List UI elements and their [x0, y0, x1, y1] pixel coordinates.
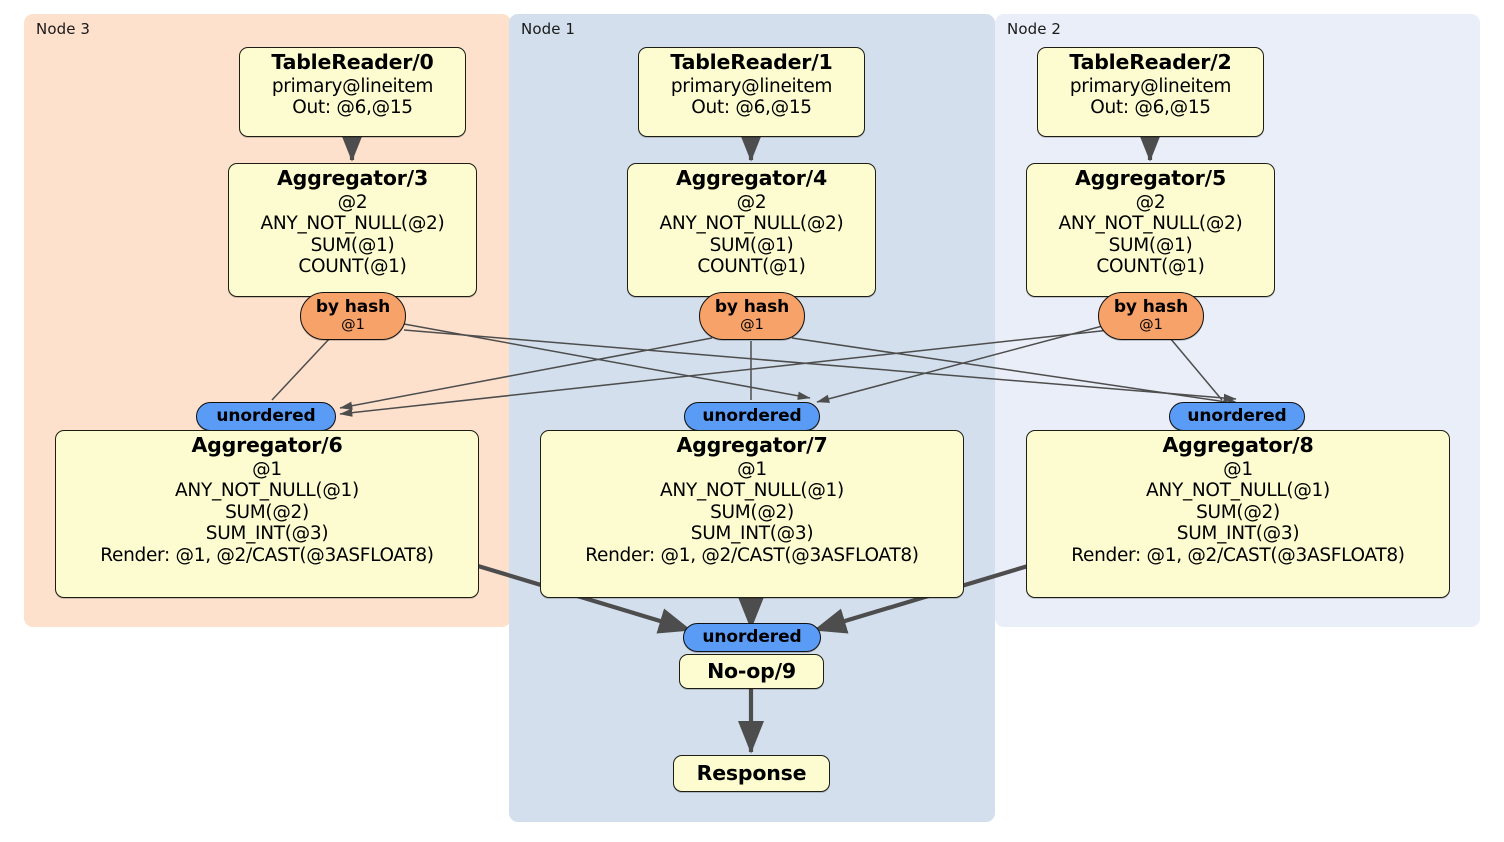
router-title: by hash — [714, 296, 790, 317]
processor-line: SUM(@2) — [710, 501, 794, 523]
processor-table-reader-2[interactable]: TableReader/2 primary@lineitem Out: @6,@… — [1037, 47, 1264, 137]
processor-title: Aggregator/6 — [191, 433, 343, 457]
processor-line: COUNT(@1) — [1096, 256, 1205, 278]
panel-node-2-label: Node 2 — [1007, 20, 1062, 38]
processor-line: SUM(@1) — [310, 234, 395, 256]
processor-aggregator-3[interactable]: Aggregator/3 @2 ANY_NOT_NULL(@2) SUM(@1)… — [228, 163, 477, 297]
processor-line: ANY_NOT_NULL(@2) — [659, 213, 844, 235]
processor-title: Aggregator/3 — [276, 166, 429, 190]
router-by-hash-4[interactable]: by hash @1 — [699, 292, 805, 340]
processor-table-reader-0[interactable]: TableReader/0 primary@lineitem Out: @6,@… — [239, 47, 466, 137]
stream-title: unordered — [702, 626, 802, 647]
processor-line: primary@lineitem — [1069, 75, 1232, 97]
stream-title: unordered — [702, 405, 802, 426]
processor-line: SUM_INT(@3) — [1176, 523, 1300, 545]
processor-line: ANY_NOT_NULL(@2) — [1058, 213, 1243, 235]
processor-line: ANY_NOT_NULL(@1) — [1146, 480, 1330, 502]
processor-aggregator-8[interactable]: Aggregator/8 @1 ANY_NOT_NULL(@1) SUM(@2)… — [1026, 430, 1450, 598]
processor-aggregator-4[interactable]: Aggregator/4 @2 ANY_NOT_NULL(@2) SUM(@1)… — [627, 163, 876, 297]
processor-title: TableReader/0 — [271, 50, 434, 74]
processor-line: primary@lineitem — [670, 75, 833, 97]
processor-line: COUNT(@1) — [697, 256, 806, 278]
processor-title: Response — [696, 760, 807, 785]
processor-line: primary@lineitem — [271, 75, 434, 97]
processor-title: TableReader/1 — [670, 50, 833, 74]
processor-aggregator-6[interactable]: Aggregator/6 @1 ANY_NOT_NULL(@1) SUM(@2)… — [55, 430, 479, 598]
processor-line: Out: @6,@15 — [1090, 97, 1211, 119]
processor-title: TableReader/2 — [1069, 50, 1232, 74]
processor-line: Render: @1, @2/CAST(@3ASFLOAT8) — [100, 544, 434, 566]
stream-unordered-right[interactable]: unordered — [1169, 402, 1305, 431]
processor-aggregator-7[interactable]: Aggregator/7 @1 ANY_NOT_NULL(@1) SUM(@2)… — [540, 430, 964, 598]
processor-line: @2 — [337, 191, 368, 213]
processor-response[interactable]: Response — [673, 755, 830, 792]
processor-line: @1 — [252, 458, 282, 480]
processor-line: SUM(@2) — [225, 501, 309, 523]
stream-unordered-final[interactable]: unordered — [683, 623, 821, 652]
processor-title: Aggregator/4 — [675, 166, 828, 190]
router-subtitle: @1 — [740, 316, 764, 333]
processor-line: ANY_NOT_NULL(@1) — [660, 480, 844, 502]
router-subtitle: @1 — [341, 316, 365, 333]
processor-title: Aggregator/5 — [1074, 166, 1227, 190]
panel-node-3-label: Node 3 — [36, 20, 91, 38]
processor-title: Aggregator/8 — [1162, 433, 1314, 457]
stream-unordered-left[interactable]: unordered — [196, 402, 336, 431]
processor-title: Aggregator/7 — [676, 433, 828, 457]
router-title: by hash — [315, 296, 391, 317]
processor-table-reader-1[interactable]: TableReader/1 primary@lineitem Out: @6,@… — [638, 47, 865, 137]
processor-line: ANY_NOT_NULL(@1) — [175, 480, 359, 502]
stream-unordered-mid[interactable]: unordered — [684, 402, 820, 431]
processor-line: SUM(@1) — [709, 234, 794, 256]
processor-line: @2 — [1135, 191, 1166, 213]
stream-title: unordered — [1187, 405, 1287, 426]
processor-aggregator-5[interactable]: Aggregator/5 @2 ANY_NOT_NULL(@2) SUM(@1)… — [1026, 163, 1275, 297]
processor-line: @1 — [737, 458, 767, 480]
processor-title: No-op/9 — [707, 658, 796, 683]
processor-line: Out: @6,@15 — [691, 97, 812, 119]
router-by-hash-3[interactable]: by hash @1 — [300, 292, 406, 340]
stream-title: unordered — [216, 405, 316, 426]
panel-node-1-label: Node 1 — [521, 20, 576, 38]
processor-line: @1 — [1223, 458, 1253, 480]
router-subtitle: @1 — [1139, 316, 1163, 333]
processor-line: @2 — [736, 191, 767, 213]
router-title: by hash — [1113, 296, 1189, 317]
processor-line: Render: @1, @2/CAST(@3ASFLOAT8) — [585, 544, 919, 566]
router-by-hash-5[interactable]: by hash @1 — [1098, 292, 1204, 340]
processor-line: ANY_NOT_NULL(@2) — [260, 213, 445, 235]
processor-line: COUNT(@1) — [298, 256, 407, 278]
processor-line: SUM(@2) — [1196, 501, 1280, 523]
processor-line: Render: @1, @2/CAST(@3ASFLOAT8) — [1071, 544, 1405, 566]
processor-noop-9[interactable]: No-op/9 — [679, 654, 824, 689]
processor-line: SUM_INT(@3) — [205, 523, 329, 545]
processor-line: SUM(@1) — [1108, 234, 1193, 256]
processor-line: SUM_INT(@3) — [690, 523, 814, 545]
processor-line: Out: @6,@15 — [292, 97, 413, 119]
